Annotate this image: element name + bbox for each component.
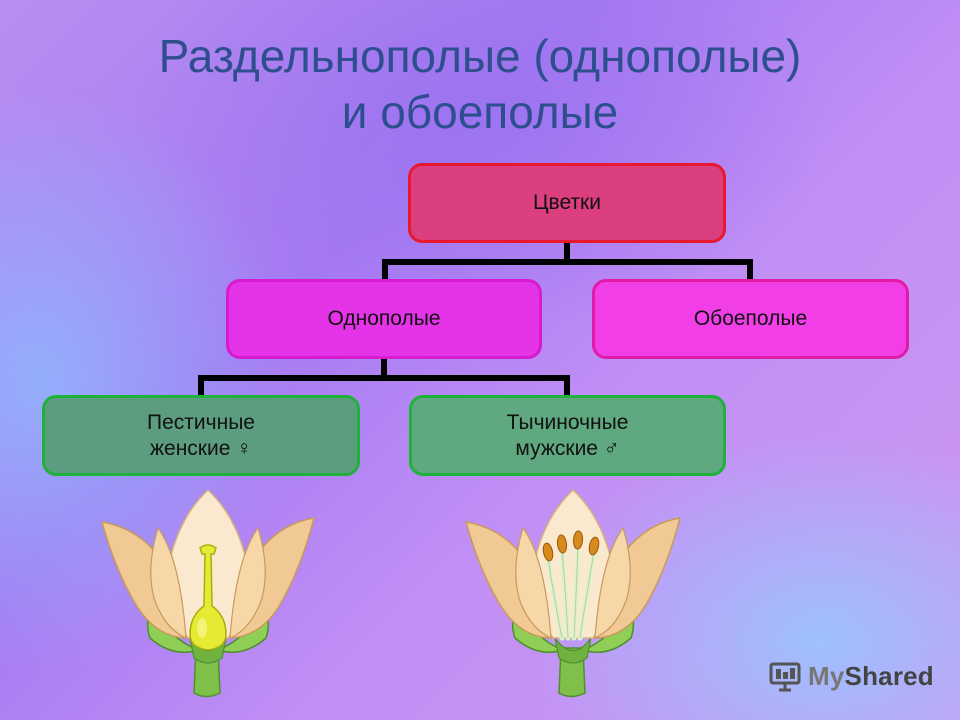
node-flowers-label: Цветки xyxy=(533,191,601,214)
node-bisexual: Обоеполые xyxy=(592,279,909,359)
myshared-watermark: MyShared xyxy=(768,658,934,694)
node-male-line2: мужские ♂ xyxy=(515,436,620,460)
slide-title-line1: Раздельнополые (однополые) xyxy=(158,30,802,82)
node-pistillate-female: Пестичные женские ♀ xyxy=(42,395,360,476)
node-unisexual: Однополые xyxy=(226,279,542,359)
female-flower-pistil-illustration xyxy=(100,488,316,698)
slide-title-line2: и обоеполые xyxy=(341,86,619,138)
node-female-line1: Пестичные xyxy=(147,410,255,434)
connector-root-to-level2 xyxy=(382,240,753,282)
node-staminate-male: Тычиночные мужские ♂ xyxy=(409,395,726,476)
male-flower-stamens-illustration xyxy=(464,488,682,698)
presentation-screen-icon xyxy=(769,662,801,692)
node-unisexual-label: Однополые xyxy=(327,307,441,330)
connector-unisexual-to-level3 xyxy=(198,356,570,398)
stamen-flower-icon xyxy=(464,488,682,698)
watermark-text-my: My xyxy=(808,660,845,691)
watermark-text: MyShared xyxy=(808,661,934,692)
pistil-flower-icon xyxy=(100,488,316,698)
node-female-line2: женские ♀ xyxy=(149,436,252,460)
node-bisexual-label: Обоеполые xyxy=(693,307,808,330)
slide-title: Раздельнополые (однополые) и обоеполые xyxy=(0,28,960,140)
watermark-text-shared: Shared xyxy=(844,660,934,691)
node-male-line1: Тычиночные xyxy=(506,410,629,434)
node-flowers: Цветки xyxy=(408,163,726,243)
